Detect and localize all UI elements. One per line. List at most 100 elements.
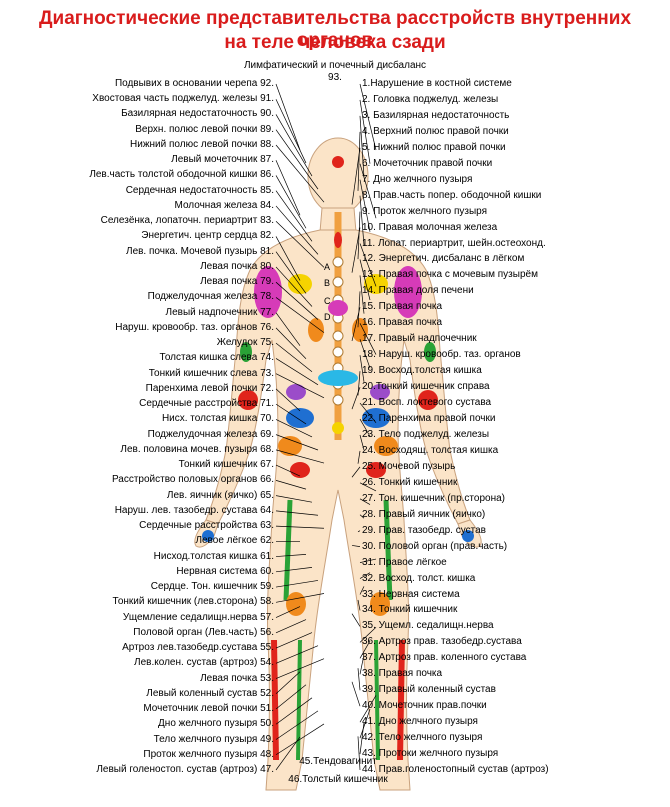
leader-line-right-34 — [357, 599, 361, 611]
right-label-29: 29. Прав. тазобедр. сустав — [362, 524, 486, 536]
leader-line-left-30 — [275, 525, 325, 529]
leader-line-left-7 — [275, 175, 307, 229]
left-label-29: Наруш. лев. тазобедр. сустава 64. — [114, 504, 274, 516]
left-label-8: Сердечная недостаточность 85. — [125, 184, 274, 196]
leader-line-right-3 — [359, 115, 365, 178]
right-label-24: 24. Восходящ. толстая кишка — [362, 444, 499, 456]
leader-line-left-44 — [275, 710, 319, 740]
right-label-26: 26. Тонкий кишечник — [362, 476, 458, 488]
leader-line-right-37 — [359, 640, 371, 659]
right-label-32: 32. Восход. толст. кишка — [362, 572, 476, 584]
leader-line-left-42 — [275, 684, 307, 710]
leader-line-left-13 — [275, 266, 313, 307]
page-title-line-1: Диагностические представительства расстр… — [38, 8, 632, 51]
leader-line-right-18 — [359, 355, 365, 382]
left-label-20: Тонкий кишечник слева 73. — [148, 367, 274, 379]
leader-line-left-28 — [275, 495, 313, 503]
right-label-10: 10. Правая молочная железа — [362, 221, 498, 233]
leader-line-left-26 — [275, 464, 301, 477]
left-label-28: Лев. яичник (яичко) 65. — [166, 489, 274, 501]
left-label-24: Поджелудочная железа 69. — [147, 428, 274, 440]
leader-line-left-12 — [275, 251, 307, 294]
leader-line-right-7 — [359, 179, 371, 232]
spine-letter-a: А — [324, 262, 330, 272]
right-label-28: 28. Правый яичник (яичко) — [362, 508, 486, 520]
left-label-43: Дно желчного пузыря 50. — [158, 718, 274, 730]
right-label-27: 27. Тон. кишечник (пр.сторона) — [362, 492, 505, 504]
right-label-44: 44. Прав.голеностопный сустав (артроз) — [362, 764, 549, 775]
leader-line-right-9 — [357, 211, 361, 260]
left-label-31: Левое лёгкое 62. — [195, 535, 274, 547]
leader-line-right-4 — [357, 131, 361, 191]
right-label-1: 1.Нарушение в костной системе — [362, 78, 512, 89]
leader-line-left-37 — [275, 619, 307, 634]
right-label-33: 33. Нервная система — [362, 588, 460, 600]
right-label-13: 13. Правая почка с мочевым пузырём — [362, 269, 538, 281]
leader-line-right-8 — [359, 195, 365, 246]
leader-line-right-33 — [359, 586, 365, 595]
page-title-line-2: на теле человека сзади — [224, 32, 446, 53]
leader-line-left-32 — [275, 553, 307, 557]
leader-line-left-22 — [275, 403, 307, 425]
spine-letter-c: С — [324, 296, 331, 306]
right-label-12: 12. Энергетич. дисбаланс в лёгком — [362, 253, 525, 265]
left-label-41: Левый коленный сустав 52. — [146, 687, 274, 699]
right-label-16: 16. Правая почка — [362, 317, 443, 329]
leader-line-right-20 — [351, 386, 361, 410]
leader-line-right-22 — [359, 418, 371, 437]
leader-line-right-30 — [351, 545, 361, 547]
right-label-31: 31. Правое лёгкое — [362, 556, 447, 568]
leader-line-right-21 — [359, 402, 377, 423]
leader-line-right-16 — [359, 323, 377, 355]
right-label-18: 18. Наруш. кровообр. таз. органов — [362, 349, 521, 361]
right-label-7: 7. Дно желчного пузыря — [362, 173, 473, 185]
spine-letter-b: В — [324, 278, 330, 288]
leader-line-right-44 — [357, 736, 361, 771]
leader-line-left-5 — [275, 144, 325, 203]
right-label-22: 22. Паренхима правой почки — [362, 413, 496, 425]
leader-lines — [275, 83, 377, 771]
leader-line-right-28 — [359, 514, 365, 519]
left-label-39: Лев.колен. сустав (артроз) 54. — [134, 657, 274, 669]
leader-line-right-39 — [357, 668, 361, 691]
leader-line-right-40 — [351, 681, 361, 707]
right-label-2: 2. Головка поджелуд. железы — [362, 93, 499, 105]
leader-line-right-5 — [351, 147, 361, 205]
left-label-34: Сердце. Тон. кишечник 59. — [150, 581, 274, 593]
right-label-25: 25. Мочевой пузырь — [362, 460, 456, 472]
leader-line-right-36 — [359, 627, 377, 643]
label-46: 46.Толстый кишечник — [288, 774, 388, 785]
left-label-4: Верхн. полюс левой почки 89. — [135, 123, 274, 135]
left-label-22: Сердечные расстройства 71. — [139, 398, 274, 410]
right-label-40: 40. Мочеточник прав.почки — [362, 700, 487, 712]
left-label-33: Нервная система 60. — [176, 565, 274, 577]
leader-line-left-17 — [275, 327, 307, 359]
right-label-43: 43. Протоки желчного пузыря — [362, 748, 499, 760]
right-label-4: 4. Верхний полюс правой почки — [362, 125, 509, 137]
right-label-17: 17. Правый надпочечник — [362, 333, 477, 345]
leader-line-left-14 — [275, 281, 319, 320]
leader-line-right-15 — [351, 307, 361, 341]
leader-line-right-23 — [359, 434, 365, 451]
left-label-5: Нижний полюс левой почки 88. — [130, 138, 274, 150]
leader-line-right-14 — [357, 291, 361, 328]
leader-line-right-35 — [351, 613, 361, 627]
leader-line-left-1 — [275, 83, 301, 151]
left-label-36: Ущемление седалищн.нерва 57. — [122, 611, 274, 623]
right-label-21: 21. Восп. локтевого сустава — [362, 397, 492, 409]
leader-line-left-6 — [275, 160, 301, 216]
right-label-35: 35. Ущемл. седалищн.нерва — [362, 620, 494, 632]
right-label-5: 5. Нижний полюс правой почки — [362, 141, 506, 153]
left-label-42: Мочеточник левой почки 51. — [143, 703, 274, 715]
leader-line-left-40 — [275, 658, 325, 679]
left-label-12: Лев. почка. Мочевой пузырь 81. — [126, 245, 274, 257]
leader-line-left-45 — [275, 723, 325, 756]
left-label-45: Проток желчного пузыря 48. — [143, 748, 274, 760]
leader-line-right-1 — [359, 83, 377, 151]
leader-line-left-21 — [275, 388, 301, 412]
leader-line-left-27 — [275, 480, 307, 490]
leader-line-right-11 — [359, 243, 377, 287]
right-label-37: 37. Артроз прав. коленного сустава — [362, 652, 527, 664]
right-label-42: 42. Тело желчного пузыря — [362, 732, 483, 744]
